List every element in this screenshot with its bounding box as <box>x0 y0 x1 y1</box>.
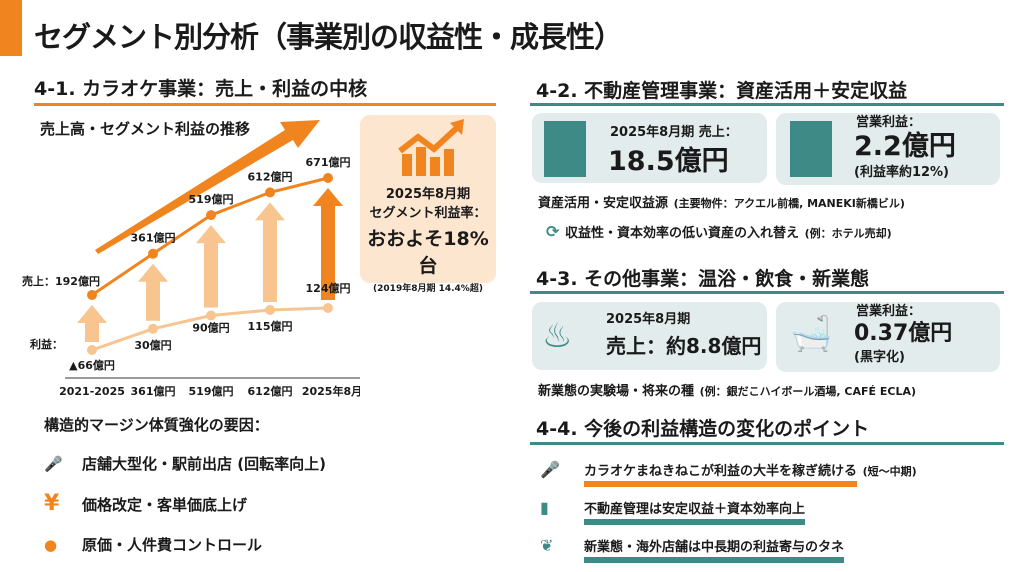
card-value: 0.37億円 <box>854 321 953 346</box>
point-item: 🎤カラオケまねきねこが利益の大半を稼ぎ続ける (短〜中期) <box>540 452 917 490</box>
card-label: 営業利益： <box>856 115 922 130</box>
microphone-icon: 🎤 <box>540 460 560 479</box>
section-4-2-heading: 4-2. 不動産管理事業：資産活用＋安定収益 <box>536 80 908 102</box>
growth-arrow-head <box>138 263 168 282</box>
profit-data-label: 115億円 <box>248 319 293 333</box>
building-icon <box>790 121 832 177</box>
realestate-profit-card: 営業利益： 2.2億円 (利益率約12%) <box>776 113 1000 185</box>
point-item: ▮不動産管理は安定収益＋資本効率向上 <box>540 490 917 528</box>
chart-title: 売上高・セグメント利益の推移 <box>40 120 251 138</box>
x-tick-label: 612億円 <box>248 384 293 398</box>
sales-point <box>87 290 97 300</box>
profit-data-label: 90億円 <box>192 321 229 335</box>
profit-data-label: 124億円 <box>306 281 351 295</box>
profit-point <box>265 304 275 315</box>
x-tick-label: 519億円 <box>189 384 234 398</box>
sales-point <box>206 210 216 221</box>
building-icon <box>544 121 586 177</box>
profit-data-label: 30億円 <box>134 338 171 352</box>
x-tick-label: 2021-2025 <box>59 385 125 398</box>
growth-arrow-shaft <box>85 321 99 342</box>
page-title: セグメント別分析（事業別の収益性・成長性） <box>34 20 623 54</box>
card-label: 2025年8月期 <box>606 312 691 327</box>
callout-label: セグメント利益率： <box>369 206 487 221</box>
sales-data-label: 売上：192億円 <box>22 274 100 288</box>
sales-data-label: 612億円 <box>248 169 293 183</box>
building-icon: ▮ <box>540 498 549 517</box>
factor-text: 価格改定・客単価底上げ <box>82 496 248 514</box>
callout-value: おおよそ18%台 <box>367 228 489 277</box>
other-line1: 新業態の実験場・将来の種 (例：銀だこハイボール酒場, CAFÉ ECLA) <box>538 384 916 399</box>
growth-arrow-head <box>313 188 343 206</box>
growth-arrow-head <box>77 305 107 323</box>
sales-point <box>265 187 275 198</box>
coins-icon: ● <box>44 536 58 554</box>
growth-arrow-shaft <box>263 218 277 302</box>
sales-data-label: 519億円 <box>189 192 234 206</box>
realestate-line2: ⟳ 収益性・資本効率の低い資産の入れ替え (例：ホテル売却) <box>546 222 892 241</box>
growth-arrow-shaft <box>146 279 160 321</box>
trend-arrow <box>95 120 320 254</box>
profit-point <box>206 310 216 321</box>
realestate-sales-card: 2025年8月期 売上： 18.5億円 <box>532 113 767 183</box>
divider <box>34 103 496 106</box>
factor-item: 🎤 店舗大型化・駅前出店 (回転率向上) <box>44 444 326 484</box>
profit-point <box>323 303 333 313</box>
sales-data-label: 671億円 <box>306 155 351 169</box>
margin-callout: 2025年8月期 セグメント利益率： おおよそ18%台 (2019年8月期 14… <box>360 115 496 294</box>
growth-chart-icon <box>398 119 464 176</box>
realestate-line1: 資産活用・安定収益源 (主要物件：アクエル前橋, MANEKI新橋ビル) <box>538 196 905 211</box>
title-accent-bar <box>0 0 22 56</box>
divider <box>530 291 1004 294</box>
callout-note: (2019年8月期 14.4%超) <box>373 284 483 294</box>
card-label: 営業利益： <box>856 304 922 319</box>
section-4-4-heading: 4-4. 今後の利益構造の変化のポイント <box>536 418 870 440</box>
x-tick-label: 2025年8月期) <box>302 384 360 398</box>
sales-profit-chart: 売上：192億円 361億円 519億円 612億円 671億円 ▲66億円 30億円 90億… <box>22 120 360 398</box>
factors-title: 構造的マージン体質強化の要因： <box>44 416 269 434</box>
microphone-icon: 🎤 <box>44 455 63 473</box>
divider <box>530 442 1004 445</box>
card-value: 売上：約8.8億円 <box>606 334 762 358</box>
factor-text: 店舗大型化・駅前出店 (回転率向上) <box>82 455 326 473</box>
other-sales-card: ♨ 2025年8月期 売上：約8.8億円 <box>532 302 767 370</box>
profit-point <box>87 345 97 355</box>
bathtub-icon: 🛁 <box>790 314 833 354</box>
profit-data-label: ▲66億円 <box>69 358 115 372</box>
callout-period: 2025年8月期 <box>385 187 471 202</box>
factor-text: 原価・人件費コントロール <box>82 536 263 554</box>
sales-data-label: 361億円 <box>131 231 176 245</box>
growth-arrow-shaft <box>321 204 335 300</box>
refresh-icon: ⟳ <box>546 222 560 241</box>
card-note: (黒字化) <box>854 350 905 365</box>
factor-item: ¥ 価格改定・客単価底上げ <box>44 484 326 525</box>
card-label: 2025年8月期 売上： <box>610 125 738 140</box>
sales-point <box>323 173 333 183</box>
profit-series-label: 利益： <box>30 338 63 351</box>
growth-arrow-head <box>196 225 226 244</box>
food-bowl-icon: ♨ <box>542 316 573 356</box>
growth-arrow-head <box>255 202 285 221</box>
profit-point <box>148 323 158 334</box>
growth-arrow-shaft <box>204 241 218 308</box>
card-note: (利益率約12%) <box>854 165 949 180</box>
yen-icon: ¥ <box>44 491 60 516</box>
section-4-3-heading: 4-3. その他事業：温浴・飲食・新業態 <box>536 268 870 290</box>
sales-point <box>148 248 158 259</box>
divider <box>530 103 1004 106</box>
factor-item: ● 原価・人件費コントロール <box>44 525 326 565</box>
x-tick-label: 361億円 <box>131 384 176 398</box>
other-profit-card: 🛁 営業利益： 0.37億円 (黒字化) <box>776 302 1000 372</box>
point-item: ❦新業態・海外店舗は中長期の利益寄与のタネ <box>540 528 917 566</box>
card-value: 18.5億円 <box>608 146 729 177</box>
card-value: 2.2億円 <box>854 131 956 162</box>
sprout-icon: ❦ <box>540 536 554 555</box>
section-4-1-heading: 4-1. カラオケ事業：売上・利益の中核 <box>34 78 368 100</box>
